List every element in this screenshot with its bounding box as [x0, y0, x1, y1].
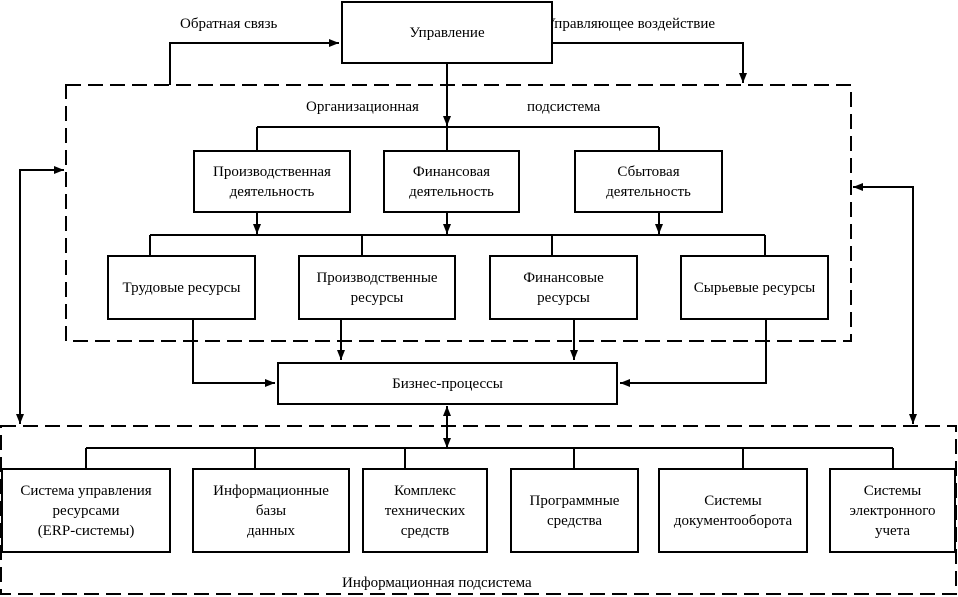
box-label-line: ресурсы: [537, 289, 590, 306]
raw-to-bp-arrow: [620, 320, 767, 387]
box-label-line: данных: [247, 522, 295, 539]
financial-resources-box: Финансовые ресурсы: [489, 255, 638, 320]
technical-means-box: Комплекс технических средств: [362, 468, 488, 553]
box-label-line: Бизнес-процессы: [392, 375, 503, 392]
labor-to-bp-arrow: [192, 320, 275, 387]
feedback-arrow: [169, 39, 339, 85]
box-label-line: ресурсами: [52, 502, 120, 519]
box-label-line: Программные: [529, 492, 620, 509]
business-processes-box: Бизнес-процессы: [277, 362, 618, 405]
box-label-line: Системы: [863, 482, 922, 499]
right-subsystem-link-arrow: [853, 183, 917, 424]
box-label-line: деятельность: [229, 183, 315, 200]
sales-activity-box: Сбытовая деятельность: [574, 150, 723, 213]
box-label-line: технических: [384, 502, 466, 519]
box-label-line: учета: [874, 522, 911, 539]
document-flow-box: Системы документооборота: [658, 468, 808, 553]
raw-resources-box: Сырьевые ресурсы: [680, 255, 829, 320]
box-label-line: деятельность: [409, 183, 494, 200]
databases-box: Информационные базы данных: [192, 468, 350, 553]
production-activity-box: Производственная деятельность: [193, 150, 351, 213]
box-label-line: деятельность: [606, 183, 691, 200]
control-action-arrow: [553, 42, 747, 83]
box-label-line: Комплекс: [394, 482, 456, 499]
box-label-line: Система управления: [20, 482, 152, 499]
org-subsystem-label-right: подсистема: [527, 99, 601, 115]
left-subsystem-link-arrow: [16, 166, 64, 424]
box-label-line: Финансовая: [412, 163, 491, 180]
box-label-line: Финансовые: [523, 269, 604, 286]
labor-resources-box: Трудовые ресурсы: [107, 255, 256, 320]
box-label-line: Системы: [704, 492, 762, 509]
info-subsystem-label: Информационная подсистема: [342, 575, 532, 591]
box-label-line: Сбытовая: [617, 163, 680, 180]
box-label-line: Производственная: [213, 163, 331, 180]
box-label-line: ресурсы: [350, 289, 404, 306]
org-subsystem-label-left: Организационная: [306, 99, 419, 115]
box-label-line: (ERP-системы): [37, 522, 135, 539]
org-subsystem-frame: [65, 84, 852, 342]
control-box: Управление: [341, 1, 553, 64]
feedback-label: Обратная связь: [180, 16, 278, 32]
financial-activity-box: Финансовая деятельность: [383, 150, 520, 213]
control-box-label: Управление: [409, 24, 485, 41]
box-label-line: Сырьевые ресурсы: [693, 279, 816, 296]
box-label-line: электронного: [849, 502, 936, 519]
production-resources-box: Производственные ресурсы: [298, 255, 456, 320]
box-label-line: базы: [255, 502, 287, 519]
software-box: Программные средства: [510, 468, 639, 553]
box-label-line: документооборота: [673, 512, 793, 529]
box-label-line: Производственные: [316, 269, 438, 286]
box-label-line: Трудовые ресурсы: [122, 279, 241, 296]
control-action-label: Управляющее воздействие: [545, 16, 716, 32]
box-label-line: средств: [400, 522, 450, 539]
box-label-line: Информационные: [213, 482, 329, 499]
box-label-line: средства: [546, 512, 602, 529]
erp-system-box: Система управления ресурсами (ERP-систем…: [1, 468, 171, 553]
electronic-accounting-box: Системы электронного учета: [829, 468, 956, 553]
